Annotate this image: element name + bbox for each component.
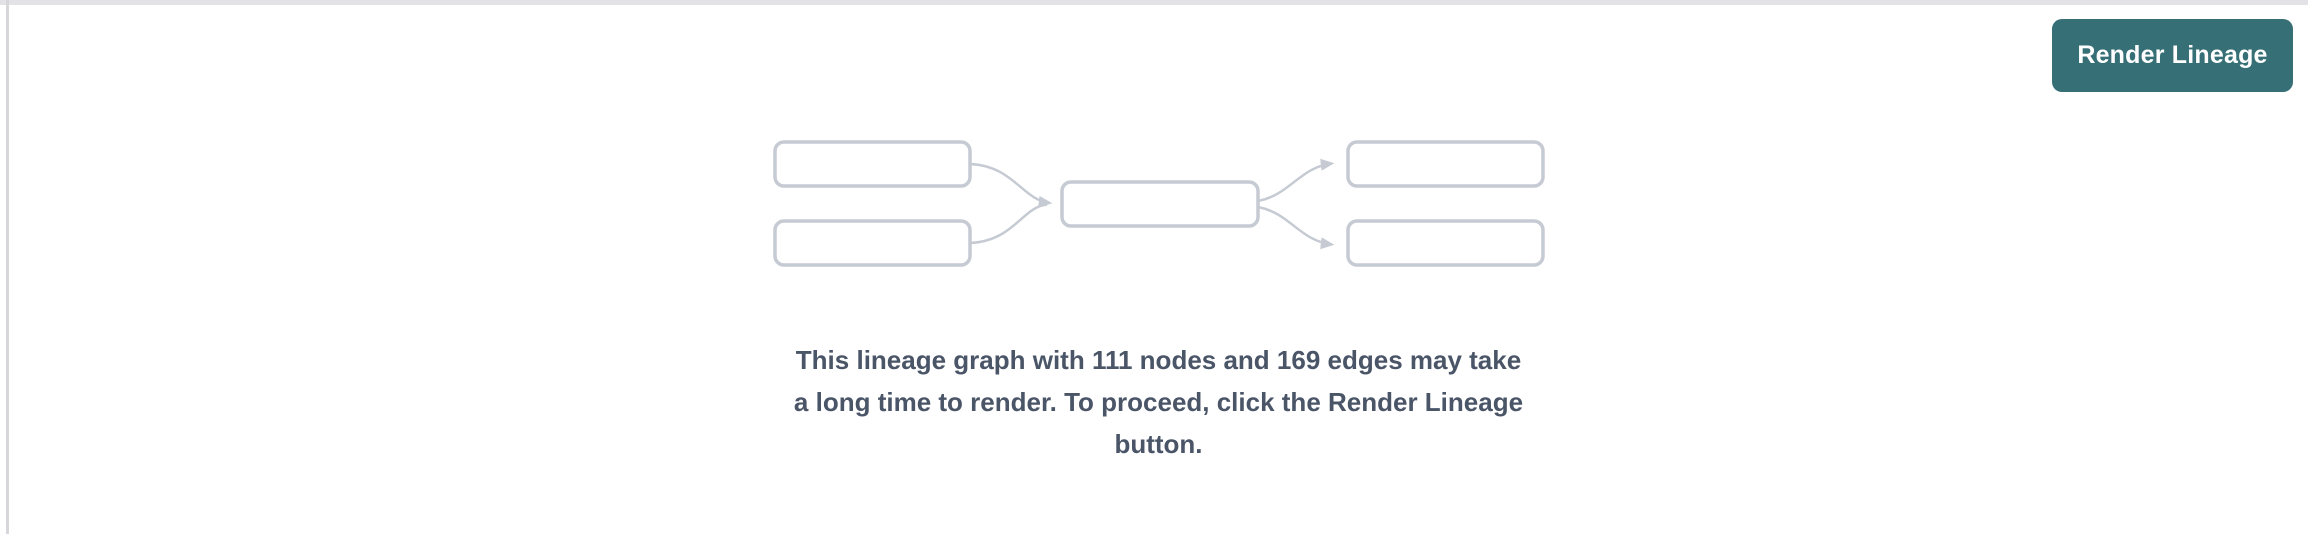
left-panel-divider: [6, 0, 9, 534]
placeholder-node-right-bottom: [1345, 219, 1545, 267]
lineage-empty-state: This lineage graph with 111 nodes and 16…: [9, 0, 2308, 534]
message-line: button.: [1114, 429, 1203, 459]
lineage-graph-placeholder-icon: [772, 140, 1545, 267]
edge-left-bottom-to-middle: [969, 203, 1047, 245]
message-line: This lineage graph with 111 nodes and 16…: [795, 345, 1522, 375]
message-line: a long time to render. To proceed, click…: [793, 387, 1524, 417]
edge-middle-to-right-top: [1257, 158, 1334, 203]
placeholder-node-left-bottom: [772, 219, 972, 267]
top-border: [0, 0, 2308, 5]
edge-middle-to-right-bottom: [1257, 205, 1334, 250]
lineage-warning-message: This lineage graph with 111 nodes and 16…: [794, 339, 1523, 465]
edge-left-top-to-middle: [969, 162, 1052, 208]
render-lineage-button[interactable]: Render Lineage: [2052, 19, 2293, 92]
placeholder-node-right-top: [1345, 140, 1545, 188]
placeholder-node-middle: [1059, 180, 1260, 228]
placeholder-node-left-top: [772, 140, 972, 188]
